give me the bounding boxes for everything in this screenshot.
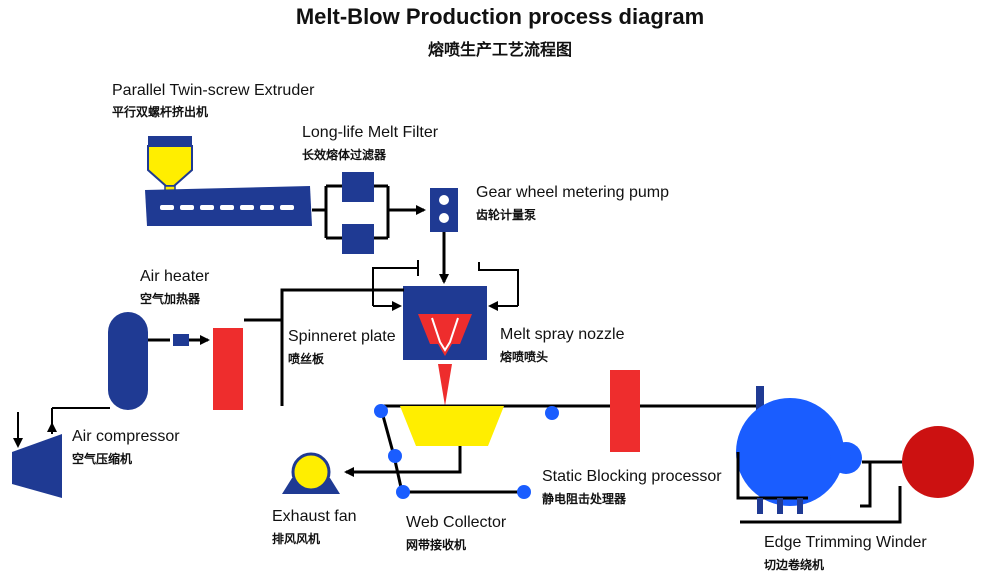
winder-label: Edge Trimming Winder bbox=[764, 534, 927, 551]
extruder-label-cn: 平行双螺杆挤出机 bbox=[112, 105, 209, 119]
static-label: Static Blocking processor bbox=[542, 468, 722, 485]
compressor-label-cn: 空气压缩机 bbox=[72, 452, 133, 466]
spinneret-label-cn: 喷丝板 bbox=[288, 352, 325, 366]
winder-roll bbox=[902, 426, 974, 498]
nozzle-label: Melt spray nozzle bbox=[500, 326, 625, 343]
static-processor bbox=[610, 370, 640, 452]
extruder-screw bbox=[160, 205, 294, 210]
extruder-label: Parallel Twin-screw Extruder bbox=[112, 82, 315, 99]
gear-pump bbox=[430, 188, 458, 284]
melt-spray-nozzle bbox=[372, 260, 519, 406]
heater-label: Air heater bbox=[140, 268, 210, 285]
filter-label: Long-life Melt Filter bbox=[302, 124, 439, 141]
extruder-hopper-top bbox=[148, 136, 192, 146]
compressor-label: Air compressor bbox=[72, 428, 180, 445]
extruder bbox=[145, 136, 312, 226]
diagram-title: Melt-Blow Production process diagram bbox=[295, 4, 705, 29]
air-compressor-tank bbox=[108, 312, 210, 410]
collector-label: Web Collector bbox=[406, 514, 507, 531]
heater-label-cn: 空气加热器 bbox=[140, 292, 201, 306]
melt-spray-jet bbox=[438, 364, 452, 406]
exhaust-fan bbox=[282, 452, 340, 494]
air-feed-lines bbox=[244, 288, 404, 406]
melt-filter bbox=[312, 172, 426, 254]
air-compressor bbox=[12, 407, 110, 498]
nozzle-label-cn: 熔喷喷头 bbox=[500, 350, 549, 364]
diagram-title-cn: 熔喷生产工艺流程图 bbox=[427, 42, 572, 59]
filter-lower bbox=[342, 224, 374, 254]
pump-label-cn: 齿轮计量泵 bbox=[476, 208, 537, 222]
fan-label-cn: 排风风机 bbox=[272, 532, 321, 546]
filter-upper bbox=[342, 172, 374, 202]
suction-box bbox=[400, 406, 504, 446]
extruder-hopper bbox=[147, 145, 193, 187]
air-heater bbox=[213, 328, 243, 410]
filter-label-cn: 长效熔体过滤器 bbox=[302, 148, 387, 162]
spinneret-label: Spinneret plate bbox=[288, 328, 396, 345]
fan-label: Exhaust fan bbox=[272, 508, 357, 525]
winder-label-cn: 切边卷绕机 bbox=[764, 558, 825, 572]
static-label-cn: 静电阻击处理器 bbox=[542, 492, 627, 506]
web-collector bbox=[344, 404, 760, 499]
pump-label: Gear wheel metering pump bbox=[476, 184, 669, 201]
winder bbox=[736, 386, 974, 524]
collector-label-cn: 网带接收机 bbox=[406, 538, 467, 552]
